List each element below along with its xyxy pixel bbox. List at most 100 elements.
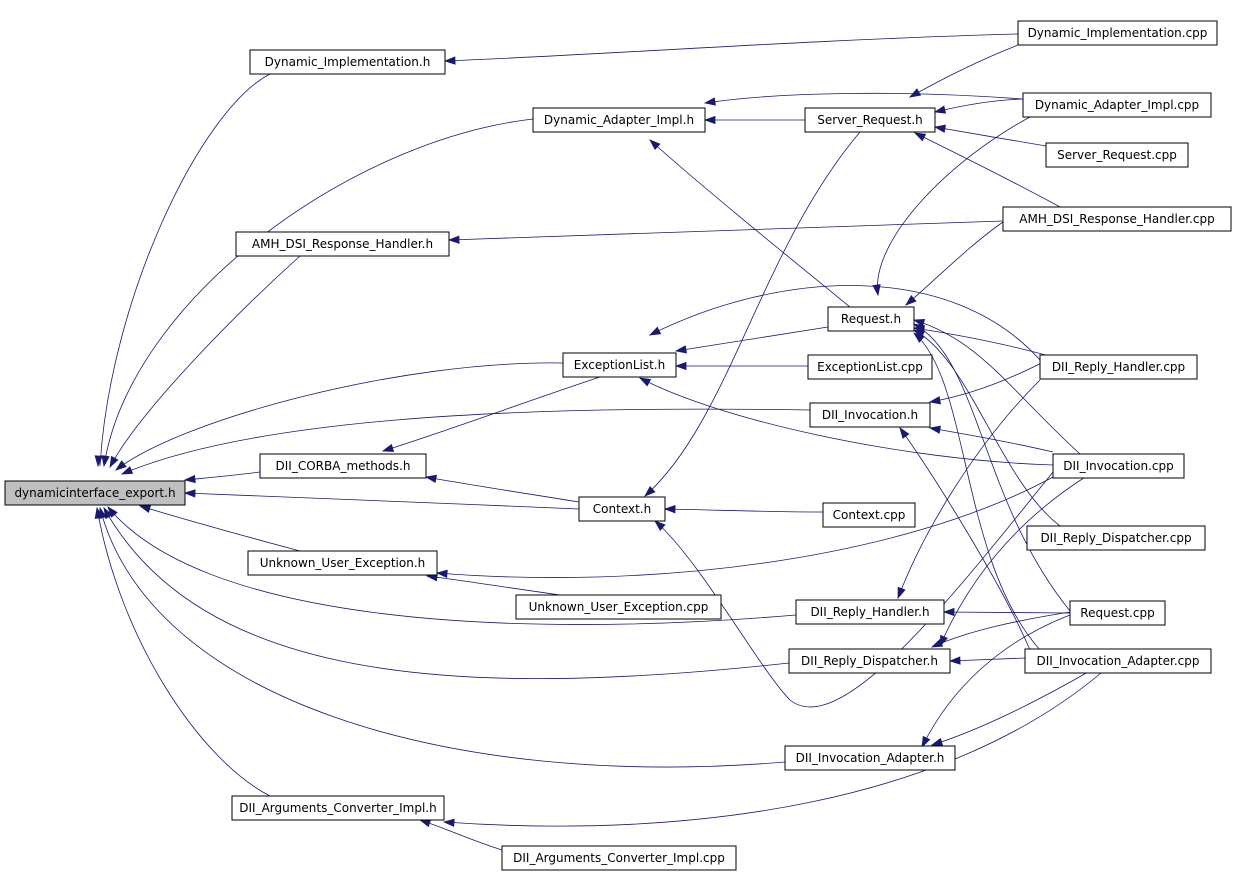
include-edge — [930, 611, 1071, 648]
file-node-dii-arguments-converter-impl-h[interactable]: DII_Arguments_Converter_Impl.h — [231, 795, 445, 821]
file-node-request-cpp[interactable]: Request.cpp — [1069, 600, 1166, 626]
file-node-dii-reply-dispatcher-h[interactable]: DII_Reply_Dispatcher.h — [788, 648, 951, 674]
edge-arrowhead — [663, 505, 676, 514]
edge-arrowhead — [908, 88, 922, 98]
edge-arrowhead — [447, 235, 460, 244]
file-node-dii-invocation-adapter-h[interactable]: DII_Invocation_Adapter.h — [784, 745, 956, 771]
edge-arrowhead — [381, 443, 395, 452]
edge-line — [121, 408, 811, 475]
include-edge — [663, 505, 824, 514]
file-node-dynamic-implementation-h[interactable]: Dynamic_Implementation.h — [249, 49, 446, 75]
node-label: DII_Invocation.cpp — [1063, 459, 1174, 473]
node-box — [249, 49, 446, 75]
node-label: dynamicinterface_export.h — [14, 486, 175, 500]
node-box — [1069, 600, 1166, 626]
edge-arrowhead — [872, 284, 881, 297]
edge-line — [426, 575, 561, 596]
edge-line — [107, 506, 797, 625]
node-label: Request.cpp — [1080, 606, 1154, 620]
node-label: Context.cpp — [833, 508, 906, 522]
include-edge — [638, 377, 1054, 466]
edge-arrowhead — [120, 466, 134, 475]
include-edge — [930, 667, 1096, 746]
edge-line — [913, 323, 1071, 612]
node-label: DII_Arguments_Converter_Impl.h — [239, 801, 436, 815]
file-node-dynamic-adapter-impl-h[interactable]: Dynamic_Adapter_Impl.h — [532, 107, 706, 133]
node-label: Request.h — [841, 312, 901, 326]
include-edge — [921, 611, 1079, 749]
node-label: Server_Request.cpp — [1057, 148, 1177, 162]
node-label: Server_Request.h — [817, 113, 923, 127]
edge-arrowhead — [703, 97, 716, 106]
edge-arrowhead — [654, 520, 666, 531]
file-node-request-h[interactable]: Request.h — [827, 306, 915, 332]
file-node-dii-reply-handler-h[interactable]: DII_Reply_Handler.h — [795, 599, 945, 625]
edge-arrowhead — [905, 295, 917, 306]
edge-line — [382, 376, 601, 452]
file-node-dynamic-adapter-impl-cpp[interactable]: Dynamic_Adapter_Impl.cpp — [1022, 92, 1212, 118]
include-edge — [939, 473, 1091, 648]
file-node-unknown-user-exception-h[interactable]: Unknown_User_Exception.h — [247, 550, 438, 576]
node-box — [795, 599, 945, 625]
file-node-exceptionlist-h[interactable]: ExceptionList.h — [562, 352, 677, 378]
edge-arrowhead — [94, 455, 103, 468]
edge-line — [913, 332, 1041, 651]
file-node-dii-reply-dispatcher-cpp[interactable]: DII_Reply_Dispatcher.cpp — [1026, 525, 1206, 551]
edge-arrowhead — [912, 323, 926, 333]
edge-arrowhead — [930, 737, 944, 746]
edge-line — [425, 476, 580, 503]
edge-line — [909, 44, 1019, 98]
file-node-unknown-user-exception-cpp[interactable]: Unknown_User_Exception.cpp — [515, 594, 722, 620]
edge-line — [704, 92, 1024, 104]
file-node-dii-invocation-h[interactable]: DII_Invocation.h — [809, 402, 931, 428]
edge-line — [96, 507, 271, 797]
node-box — [562, 352, 677, 378]
include-edge — [644, 131, 861, 497]
node-box — [231, 795, 445, 821]
file-node-dii-corba-methods-h[interactable]: DII_CORBA_methods.h — [259, 453, 427, 479]
node-label: AMH_DSI_Response_Handler.h — [252, 237, 433, 251]
file-node-context-cpp[interactable]: Context.cpp — [822, 502, 916, 528]
edge-line — [436, 476, 1054, 578]
file-node-dii-invocation-cpp[interactable]: DII_Invocation.cpp — [1052, 453, 1185, 479]
file-node-server-request-h[interactable]: Server_Request.h — [804, 107, 936, 133]
file-node-dii-reply-handler-cpp[interactable]: DII_Reply_Handler.cpp — [1039, 354, 1198, 380]
file-node-dynamic-implementation-cpp[interactable]: Dynamic_Implementation.cpp — [1017, 20, 1218, 46]
edge-arrowhead — [107, 506, 118, 518]
edge-line — [139, 505, 301, 552]
edge-arrowhead — [928, 396, 941, 405]
edge-arrowhead — [138, 504, 152, 513]
include-edge — [98, 506, 786, 768]
file-node-amh-dsi-response-handler-cpp[interactable]: AMH_DSI_Response_Handler.cpp — [1002, 206, 1232, 232]
node-label: DII_Reply_Handler.h — [810, 605, 929, 619]
include-edge — [443, 33, 1019, 65]
edge-line — [897, 379, 1041, 599]
file-node-dii-invocation-adapter-cpp[interactable]: DII_Invocation_Adapter.cpp — [1024, 648, 1212, 674]
edge-arrowhead — [101, 455, 110, 468]
edge-line — [921, 611, 1079, 748]
dependency-edges — [94, 33, 1102, 851]
file-node-server-request-cpp[interactable]: Server_Request.cpp — [1045, 142, 1189, 168]
edge-line — [949, 657, 1026, 662]
edge-arrowhead — [674, 345, 687, 354]
file-node-dii-arguments-converter-impl-cpp[interactable]: DII_Arguments_Converter_Impl.cpp — [501, 845, 737, 871]
include-edge — [418, 819, 503, 851]
include-edge — [94, 73, 271, 468]
include-edge — [183, 471, 261, 484]
file-node-amh-dsi-response-handler-h[interactable]: AMH_DSI_Response_Handler.h — [235, 231, 450, 257]
edge-arrowhead — [939, 634, 948, 648]
file-node-context-h[interactable]: Context.h — [578, 496, 666, 522]
edge-line — [649, 139, 851, 308]
file-node-dynamicinterface-export-h[interactable]: dynamicinterface_export.h — [4, 480, 186, 506]
include-edge — [381, 376, 601, 452]
include-edge — [120, 408, 811, 475]
edge-line — [913, 319, 1081, 455]
include-edge — [183, 489, 580, 510]
node-label: DII_Reply_Dispatcher.h — [801, 654, 938, 668]
edge-line — [934, 126, 1047, 147]
edge-arrowhead — [921, 735, 931, 749]
include-edge — [905, 221, 1004, 306]
file-node-exceptionlist-cpp[interactable]: ExceptionList.cpp — [807, 354, 933, 380]
include-edge — [933, 98, 1024, 114]
edge-line — [448, 220, 1004, 241]
